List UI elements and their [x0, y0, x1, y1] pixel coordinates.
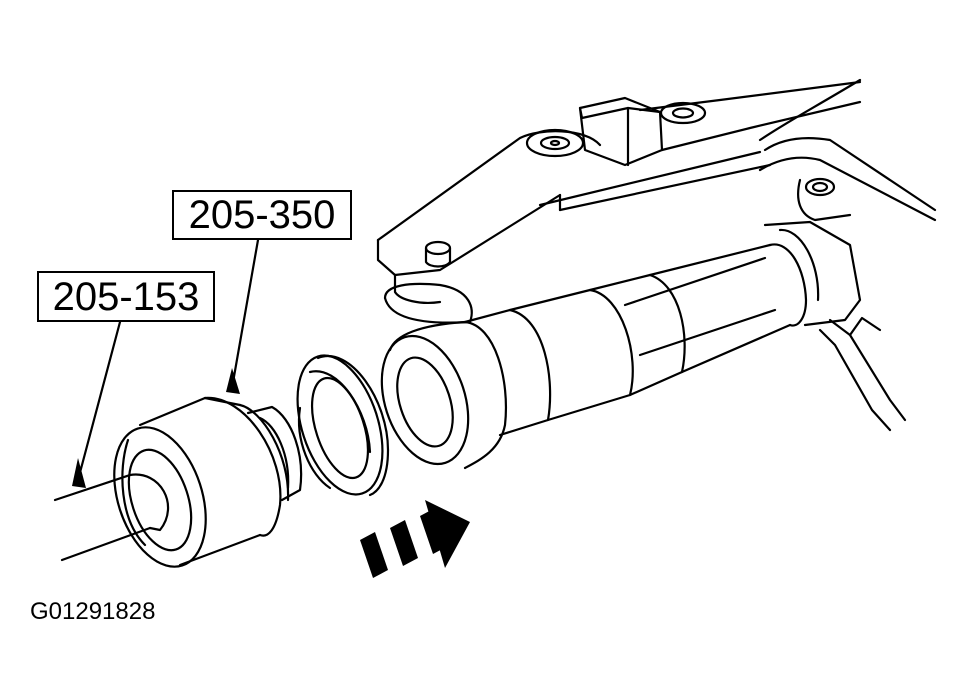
puller-yoke	[376, 80, 862, 324]
leader-lines	[76, 238, 260, 482]
arrowhead-205-153	[72, 458, 86, 488]
shaft	[53, 473, 170, 562]
leader-205-350	[230, 238, 260, 390]
direction-arrows	[360, 500, 470, 578]
arrowhead-205-350	[226, 368, 240, 394]
tool-label-text: 205-350	[188, 193, 336, 237]
tool-label-text: 205-153	[52, 274, 200, 319]
housing-cylinder	[380, 220, 862, 470]
seal-ring	[296, 354, 390, 497]
leader-205-153	[76, 320, 122, 482]
tool-label-205-153: 205-153	[37, 271, 215, 322]
installer-tool	[113, 396, 303, 568]
frame-bracket	[758, 78, 937, 432]
figure-code: G01291828	[30, 598, 156, 625]
tool-label-205-350: 205-350	[172, 190, 352, 240]
